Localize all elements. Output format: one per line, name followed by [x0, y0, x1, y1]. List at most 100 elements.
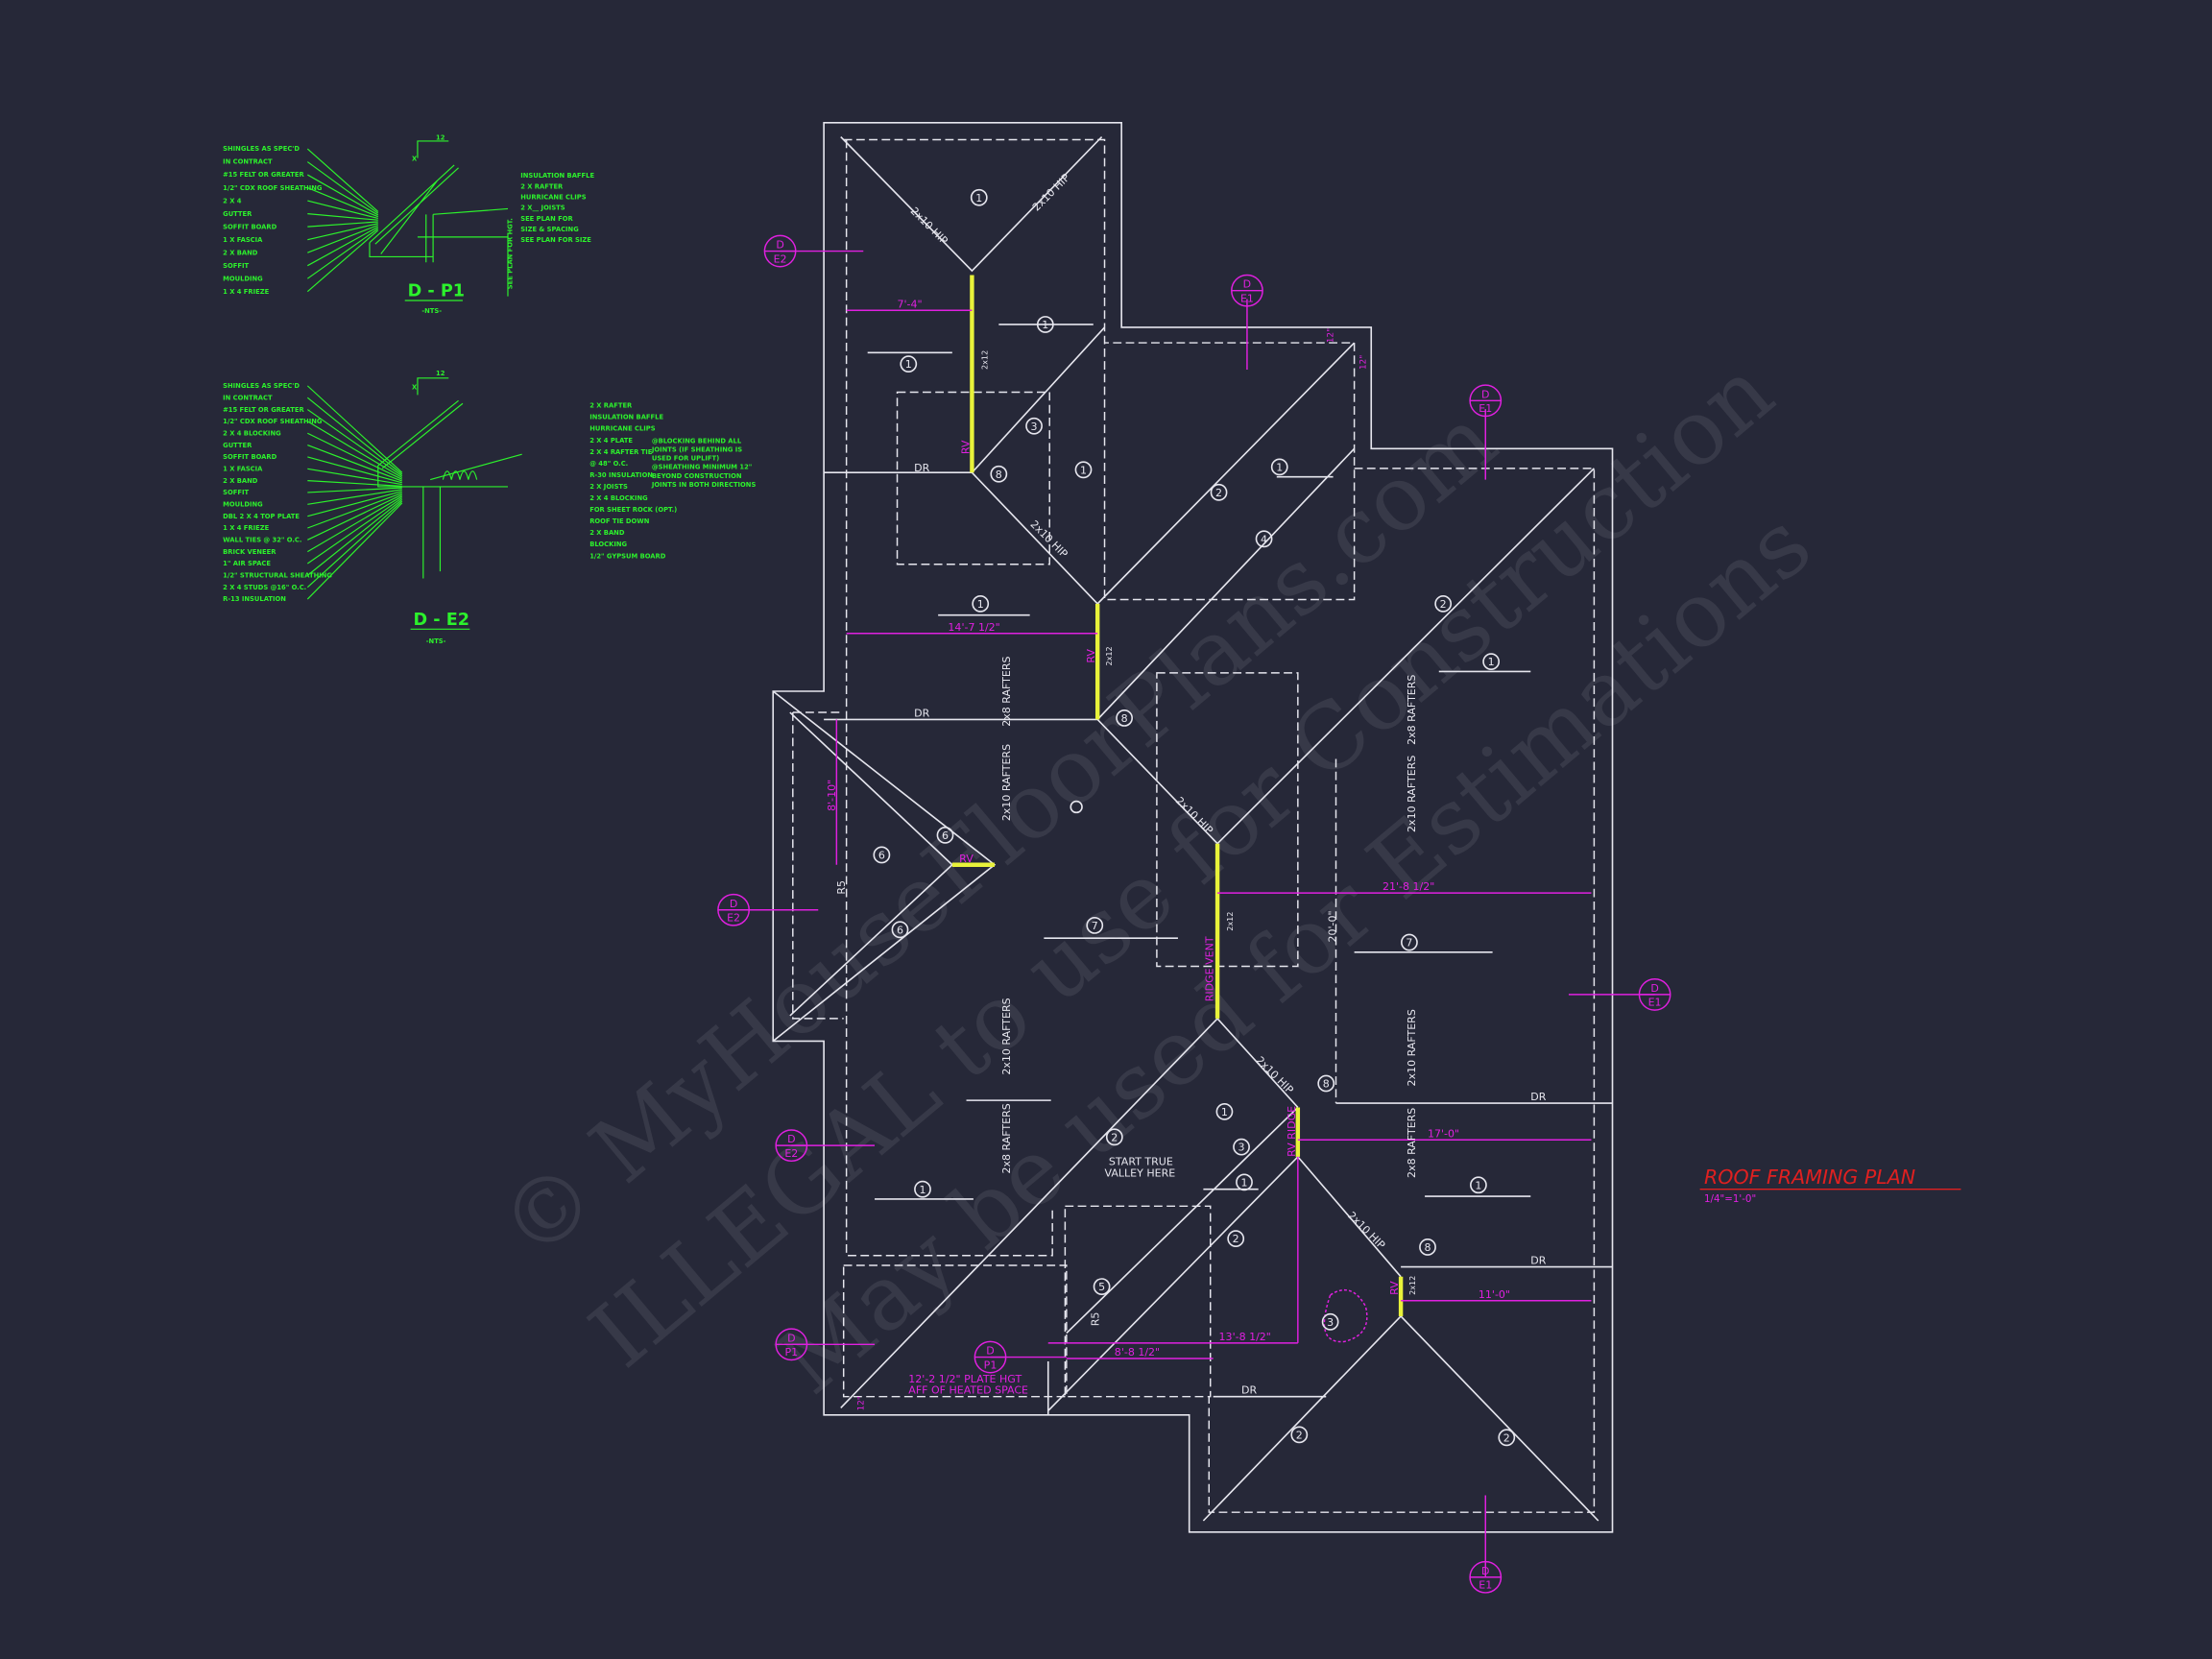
section-tag-sheet: P1	[984, 1358, 998, 1371]
detail-label: JOINTS IN BOTH DIRECTIONS	[651, 481, 757, 489]
plan-scale: 1/4"=1'-0"	[1704, 1193, 1756, 1205]
detail-label: BLOCKING	[589, 541, 627, 548]
detail-label: 2 X 4	[223, 197, 242, 204]
dimension-label: 12"	[856, 1396, 866, 1410]
section-tag-sheet: E1	[1479, 1579, 1492, 1592]
callout-number: 7	[1406, 937, 1412, 950]
plan-title: ROOF FRAMING PLAN	[1704, 1166, 1915, 1189]
drip-rail-label: DR	[1530, 1091, 1546, 1103]
detail-label: 2 X BAND	[223, 249, 258, 256]
callout-number: 4	[1261, 533, 1267, 545]
ridge-vent-label: RV	[1388, 1281, 1401, 1295]
detail-label: USED FOR UPLIFT)	[652, 455, 719, 463]
roof-outline	[772, 122, 1614, 1533]
detail-label: 1 X 4 FRIEZE	[223, 524, 269, 532]
callout-number: 1	[1042, 319, 1048, 331]
callout-circle	[914, 1180, 931, 1198]
leader-line	[307, 495, 403, 553]
leader-line	[307, 221, 378, 228]
callout-number: 8	[1425, 1241, 1431, 1254]
detail-label: 2 X BAND	[589, 529, 625, 537]
detail-label: 2 X__ JOISTS	[520, 204, 565, 212]
section-tag-detail: D	[1481, 388, 1489, 400]
leader-line	[307, 468, 402, 486]
detail-label: HURRICANE CLIPS	[589, 425, 656, 433]
callout-circle	[873, 846, 891, 864]
detail-label: 1 X FASCIA	[223, 236, 263, 244]
section-tag-detail: D	[1243, 278, 1251, 291]
detail-label: 2 X BAND	[223, 477, 258, 485]
plate-height-note: AFF OF HEATED SPACE	[908, 1384, 1028, 1397]
section-tag-sheet: P1	[784, 1346, 798, 1358]
section-tag-sheet: E2	[774, 252, 787, 265]
slope-rise: 12	[436, 133, 445, 141]
callout-circle	[990, 465, 1008, 483]
leader-line	[306, 148, 379, 212]
callout-number: 6	[942, 830, 949, 842]
callout-circle	[1227, 1230, 1245, 1248]
detail-d-e2: X 12 SHINGLES AS SPEC'DIN CONTRACT#15 FE…	[223, 370, 756, 645]
revision-cloud	[1323, 1288, 1368, 1343]
leader-line	[307, 226, 379, 267]
detail-label: BEYOND CONSTRUCTION	[652, 472, 742, 480]
leader-line	[307, 432, 403, 480]
callout-number: 6	[878, 850, 885, 862]
room-outline	[896, 391, 1337, 1398]
detail-scale: -NTS-	[421, 307, 442, 315]
leader-line	[307, 456, 402, 484]
ridge-board-label: 2x12	[1225, 912, 1235, 931]
leader-line	[306, 500, 403, 589]
callout-circle	[1290, 1426, 1309, 1444]
ridge-board-label: 2x12	[980, 350, 990, 370]
section-tag-sheet: E1	[1240, 292, 1254, 304]
r5-label: R5	[835, 880, 848, 895]
detail-label: HURRICANE CLIPS	[520, 193, 587, 201]
section-tag-detail: D	[730, 898, 737, 910]
callout-number: 2	[1296, 1429, 1303, 1441]
ridge-vent-label: RIDGE VENT	[1204, 936, 1216, 1001]
leader-line	[307, 224, 379, 253]
dimension-label: 20'-0"	[1327, 910, 1339, 942]
framing-member-label: 2x8 RAFTERS	[1406, 1108, 1418, 1178]
detail-label: ROOF TIE DOWN	[589, 517, 649, 525]
section-tag-detail: D	[787, 1332, 795, 1344]
leader-line	[307, 223, 378, 241]
detail-label: SEE PLAN FOR	[520, 215, 573, 223]
framing-member-label: 2x8 RAFTERS	[1000, 1103, 1013, 1173]
dimension-label: 8'-10"	[826, 780, 838, 811]
leader-line	[307, 445, 402, 482]
callout-number: 3	[1238, 1142, 1245, 1154]
detail-label: 2 X RAFTER	[520, 182, 564, 190]
callout-number: 1	[1276, 461, 1283, 473]
section-tag-detail: D	[776, 239, 783, 252]
dimension-label: 8'-8 1/2"	[1115, 1346, 1160, 1358]
dimension-label: 12"	[1358, 355, 1368, 370]
dimension-label: 7'-4"	[898, 298, 923, 310]
leader-line	[307, 421, 403, 479]
callout-number: 1	[1475, 1179, 1481, 1191]
callout-number: 2	[1215, 487, 1222, 499]
height-note: SEE PLAN FOR HGT.	[506, 218, 514, 289]
callout-number: 1	[1488, 656, 1495, 668]
detail-label: MOULDING	[223, 275, 263, 282]
leader-line	[306, 409, 403, 477]
detail-label: IN CONTRACT	[223, 394, 273, 401]
detail-label: SOFFIT	[223, 489, 249, 496]
framing-member-label: 2x10 RAFTERS	[1406, 1009, 1418, 1086]
leader-line	[306, 502, 403, 600]
detail-label: 2 X 4 RAFTER TIE	[589, 448, 653, 456]
callout-circle	[1025, 417, 1043, 435]
ridge-board-label: 2x12	[1407, 1276, 1417, 1295]
vent-marker	[1070, 800, 1083, 814]
leader-line	[307, 213, 378, 221]
callout-number: 6	[897, 924, 903, 936]
detail-label: GUTTER	[223, 442, 252, 449]
detail-label: MOULDING	[223, 501, 263, 509]
detail-label: SOFFIT BOARD	[223, 223, 276, 230]
framing-member-label: 2x10 RAFTERS	[1000, 744, 1013, 821]
callout-number: 2	[1111, 1131, 1118, 1143]
drip-rail-label: DR	[1241, 1384, 1257, 1397]
